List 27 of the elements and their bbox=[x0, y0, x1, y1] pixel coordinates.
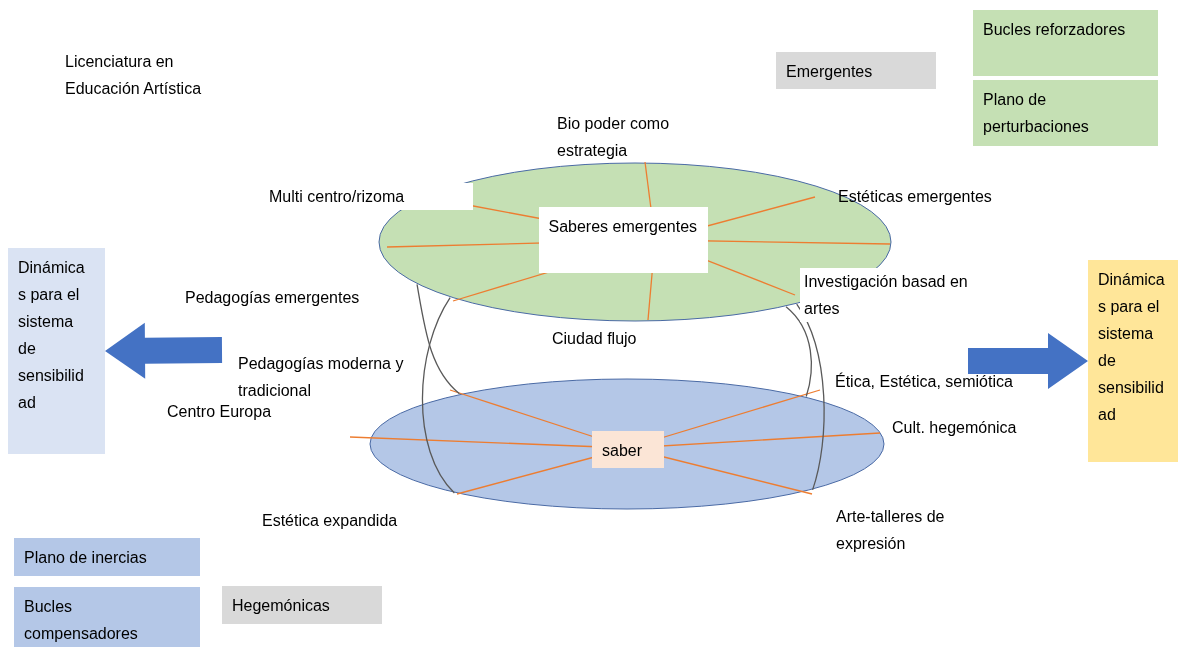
text-label: Ciudad flujo bbox=[552, 329, 638, 349]
text-panel: Dinámicas para el sistema de sensibilidad bbox=[8, 248, 105, 454]
block-arrow bbox=[105, 322, 223, 379]
category-box: Hegemónicas bbox=[222, 586, 382, 624]
connector-line bbox=[421, 296, 455, 494]
block-arrow bbox=[968, 333, 1088, 389]
connector-line bbox=[785, 306, 812, 398]
text-label: Ética, Estética, semiótica bbox=[835, 371, 1014, 392]
center-box: Saberes emergentes bbox=[538, 207, 708, 273]
text-label: Pedagogías emergentes bbox=[185, 288, 361, 308]
category-box: Plano de perturbaciones bbox=[973, 80, 1158, 146]
text-label: Licenciatura en Educación Artística bbox=[65, 52, 203, 99]
text-label: Estética expandida bbox=[262, 511, 399, 531]
category-box: Emergentes bbox=[776, 52, 936, 89]
text-label: Cult. hegemónica bbox=[892, 418, 1018, 438]
center-box: saber bbox=[592, 430, 664, 468]
text-label: Pedagogías moderna y tradicional bbox=[238, 354, 405, 401]
connector-line bbox=[796, 303, 825, 491]
text-label: Centro Europa bbox=[167, 402, 273, 422]
text-label: Arte-talleres de expresión bbox=[836, 507, 946, 554]
category-box: Bucles compensadores bbox=[14, 587, 200, 647]
text-label: Estéticas emergentes bbox=[838, 187, 993, 207]
category-box: Plano de inercias bbox=[14, 538, 200, 576]
category-box: Bucles reforzadores bbox=[973, 10, 1158, 76]
text-panel: Dinámicas para el sistema de sensibilidad bbox=[1088, 260, 1178, 462]
text-label: Bio poder como estrategia bbox=[557, 114, 671, 161]
connector-line bbox=[416, 283, 461, 395]
